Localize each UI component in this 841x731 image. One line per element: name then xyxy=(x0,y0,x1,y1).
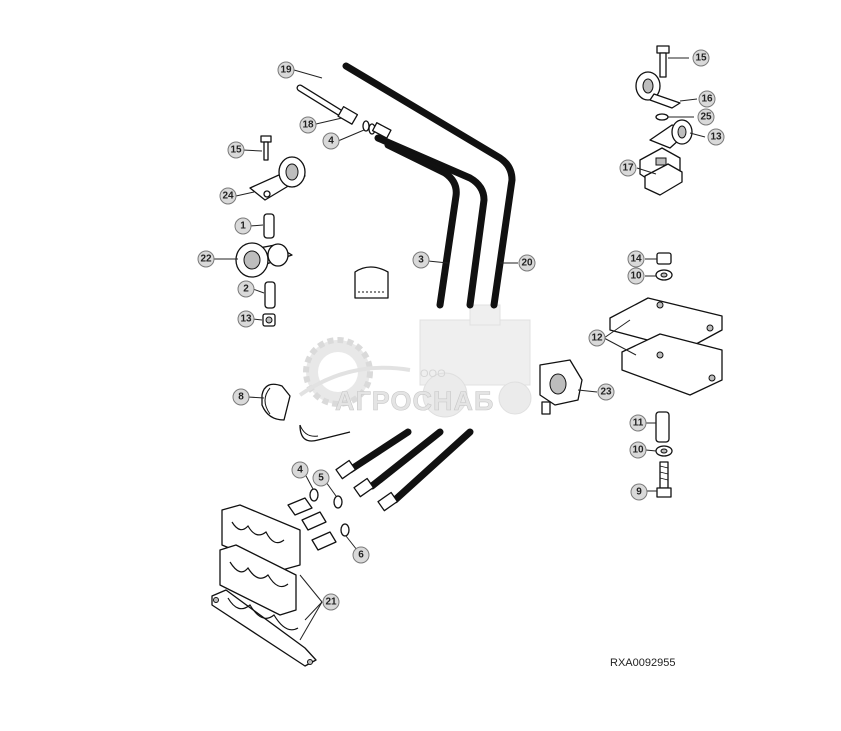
nut-14 xyxy=(656,252,672,265)
callout-2: 2 xyxy=(237,280,255,298)
callout-11: 11 xyxy=(629,414,647,432)
clamp-23 xyxy=(539,359,583,415)
svg-text:17: 17 xyxy=(622,163,634,174)
callout-16: 16 xyxy=(698,90,716,108)
clip-8 xyxy=(261,383,291,421)
svg-text:13: 13 xyxy=(710,132,722,143)
spacer-1 xyxy=(263,213,275,239)
washer-25 xyxy=(655,113,669,121)
svg-text:5: 5 xyxy=(318,473,324,484)
callout-22: 22 xyxy=(197,250,215,268)
watermark-company-prefix: ООО xyxy=(420,368,446,380)
spacer-11 xyxy=(655,411,670,443)
clamp-13-right xyxy=(649,119,693,149)
svg-text:10: 10 xyxy=(630,271,642,282)
callout-9: 9 xyxy=(630,483,648,501)
svg-text:23: 23 xyxy=(600,387,612,398)
callout-3: 3 xyxy=(412,251,430,269)
document-id: RXA0092955 xyxy=(610,657,675,669)
adapters-left xyxy=(287,497,337,551)
hose-lower-1 xyxy=(346,428,412,474)
callout-5: 5 xyxy=(312,469,330,487)
callout-18: 18 xyxy=(299,116,317,134)
svg-text:11: 11 xyxy=(633,418,644,429)
callout-10: 10 xyxy=(629,441,647,459)
steel-pipe-19 xyxy=(296,84,346,118)
callout-15: 15 xyxy=(227,141,245,159)
svg-text:16: 16 xyxy=(701,94,713,105)
svg-text:15: 15 xyxy=(695,53,707,64)
svg-text:1: 1 xyxy=(240,221,246,232)
svg-text:4: 4 xyxy=(297,465,303,476)
o-ring-4-top xyxy=(362,120,376,135)
o-rings-4-5-6 xyxy=(309,488,350,537)
svg-text:6: 6 xyxy=(358,550,364,561)
callout-25: 25 xyxy=(697,108,715,126)
hydraulic-hoses xyxy=(342,62,516,504)
callout-24: 24 xyxy=(219,187,237,205)
bracket-behind-watermark xyxy=(354,266,389,299)
callout-23: 23 xyxy=(597,383,615,401)
callout-15: 15 xyxy=(692,49,710,67)
svg-text:22: 22 xyxy=(200,254,212,265)
clip-lower xyxy=(299,424,351,442)
svg-text:12: 12 xyxy=(591,333,603,344)
svg-text:2: 2 xyxy=(243,284,249,295)
leader-lines xyxy=(214,57,706,641)
clamp-24 xyxy=(249,156,306,201)
hose-end-fitting-top xyxy=(371,122,392,139)
watermark: ООО АГРОСНАБ xyxy=(298,304,532,418)
svg-text:3: 3 xyxy=(418,255,424,266)
fitting-18 xyxy=(337,106,359,125)
svg-text:20: 20 xyxy=(521,258,533,269)
svg-text:10: 10 xyxy=(632,445,644,456)
washer-10-bottom xyxy=(655,445,673,457)
callout-4: 4 xyxy=(291,461,309,479)
callout-10: 10 xyxy=(627,267,645,285)
svg-text:14: 14 xyxy=(630,254,642,265)
callout-6: 6 xyxy=(352,546,370,564)
callout-19: 19 xyxy=(277,61,295,79)
callout-17: 17 xyxy=(619,159,637,177)
callout-20: 20 xyxy=(518,254,536,272)
clamp-22 xyxy=(235,242,293,278)
watermark-tractor xyxy=(419,304,532,418)
bolt-9 xyxy=(656,461,672,498)
bolt-15-left xyxy=(260,135,272,161)
svg-text:13: 13 xyxy=(240,314,252,325)
svg-text:24: 24 xyxy=(222,191,234,202)
svg-text:21: 21 xyxy=(325,597,337,608)
hose-clamp-17 xyxy=(639,147,683,196)
nut-13-left xyxy=(262,313,276,327)
hose-lower-3 xyxy=(391,428,474,504)
washer-10-top xyxy=(655,269,673,281)
callout-13: 13 xyxy=(237,310,255,328)
svg-text:15: 15 xyxy=(230,145,242,156)
hose-support-21 xyxy=(211,504,317,667)
svg-text:19: 19 xyxy=(280,65,292,76)
bolt-15-right xyxy=(656,45,670,78)
bracket-12 xyxy=(609,297,723,396)
svg-text:9: 9 xyxy=(636,487,642,498)
callout-4: 4 xyxy=(322,132,340,150)
svg-text:25: 25 xyxy=(700,112,712,123)
watermark-company-name: АГРОСНАБ xyxy=(335,386,494,416)
lower-fittings xyxy=(335,459,399,512)
svg-text:8: 8 xyxy=(238,392,244,403)
callout-8: 8 xyxy=(232,388,250,406)
callout-1: 1 xyxy=(234,217,252,235)
callout-21: 21 xyxy=(322,593,340,611)
callout-14: 14 xyxy=(627,250,645,268)
hose-lower-2 xyxy=(368,428,444,490)
callout-12: 12 xyxy=(588,329,606,347)
svg-text:18: 18 xyxy=(302,120,314,131)
callout-13: 13 xyxy=(707,128,725,146)
watermark-gear-logo xyxy=(298,337,411,407)
svg-text:4: 4 xyxy=(328,136,334,147)
clamp-16 xyxy=(635,71,681,109)
spacer-2 xyxy=(264,281,276,309)
